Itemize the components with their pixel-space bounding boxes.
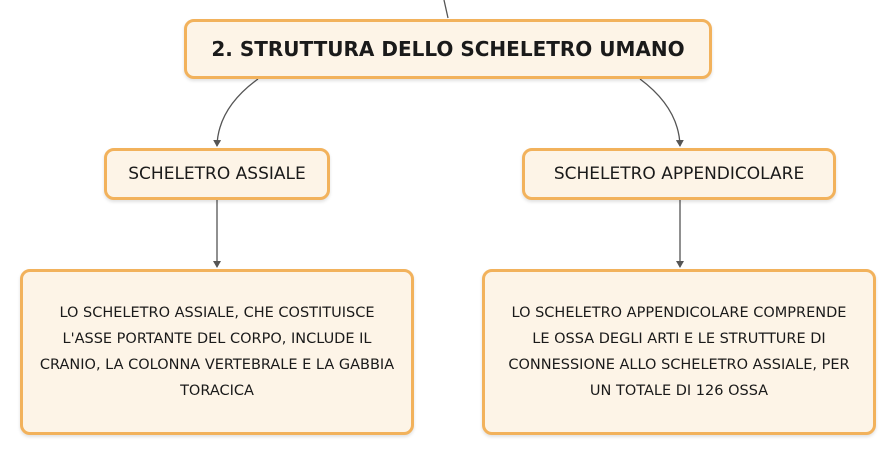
- axial-skeleton-description-node[interactable]: LO SCHELETRO ASSIALE, CHE COSTITUISCE L'…: [20, 269, 414, 435]
- connector-parent-to-title: [443, 0, 449, 19]
- title-node[interactable]: 2. STRUTTURA DELLO SCHELETRO UMANO: [184, 19, 712, 79]
- appendicular-skeleton-node[interactable]: SCHELETRO APPENDICOLARE: [522, 148, 836, 200]
- axial-skeleton-description: LO SCHELETRO ASSIALE, CHE COSTITUISCE L'…: [39, 305, 395, 399]
- appendicular-skeleton-description: LO SCHELETRO APPENDICOLARE COMPRENDE LE …: [508, 305, 850, 399]
- appendicular-skeleton-description-node[interactable]: LO SCHELETRO APPENDICOLARE COMPRENDE LE …: [482, 269, 876, 435]
- connector-title-to-appendicular: [639, 78, 684, 147]
- axial-skeleton-node[interactable]: SCHELETRO ASSIALE: [104, 148, 330, 200]
- connector-title-to-axial: [213, 78, 259, 147]
- axial-skeleton-label: SCHELETRO ASSIALE: [128, 164, 306, 184]
- appendicular-skeleton-label: SCHELETRO APPENDICOLARE: [553, 164, 805, 184]
- title-text: 2. STRUTTURA DELLO SCHELETRO UMANO: [211, 37, 685, 61]
